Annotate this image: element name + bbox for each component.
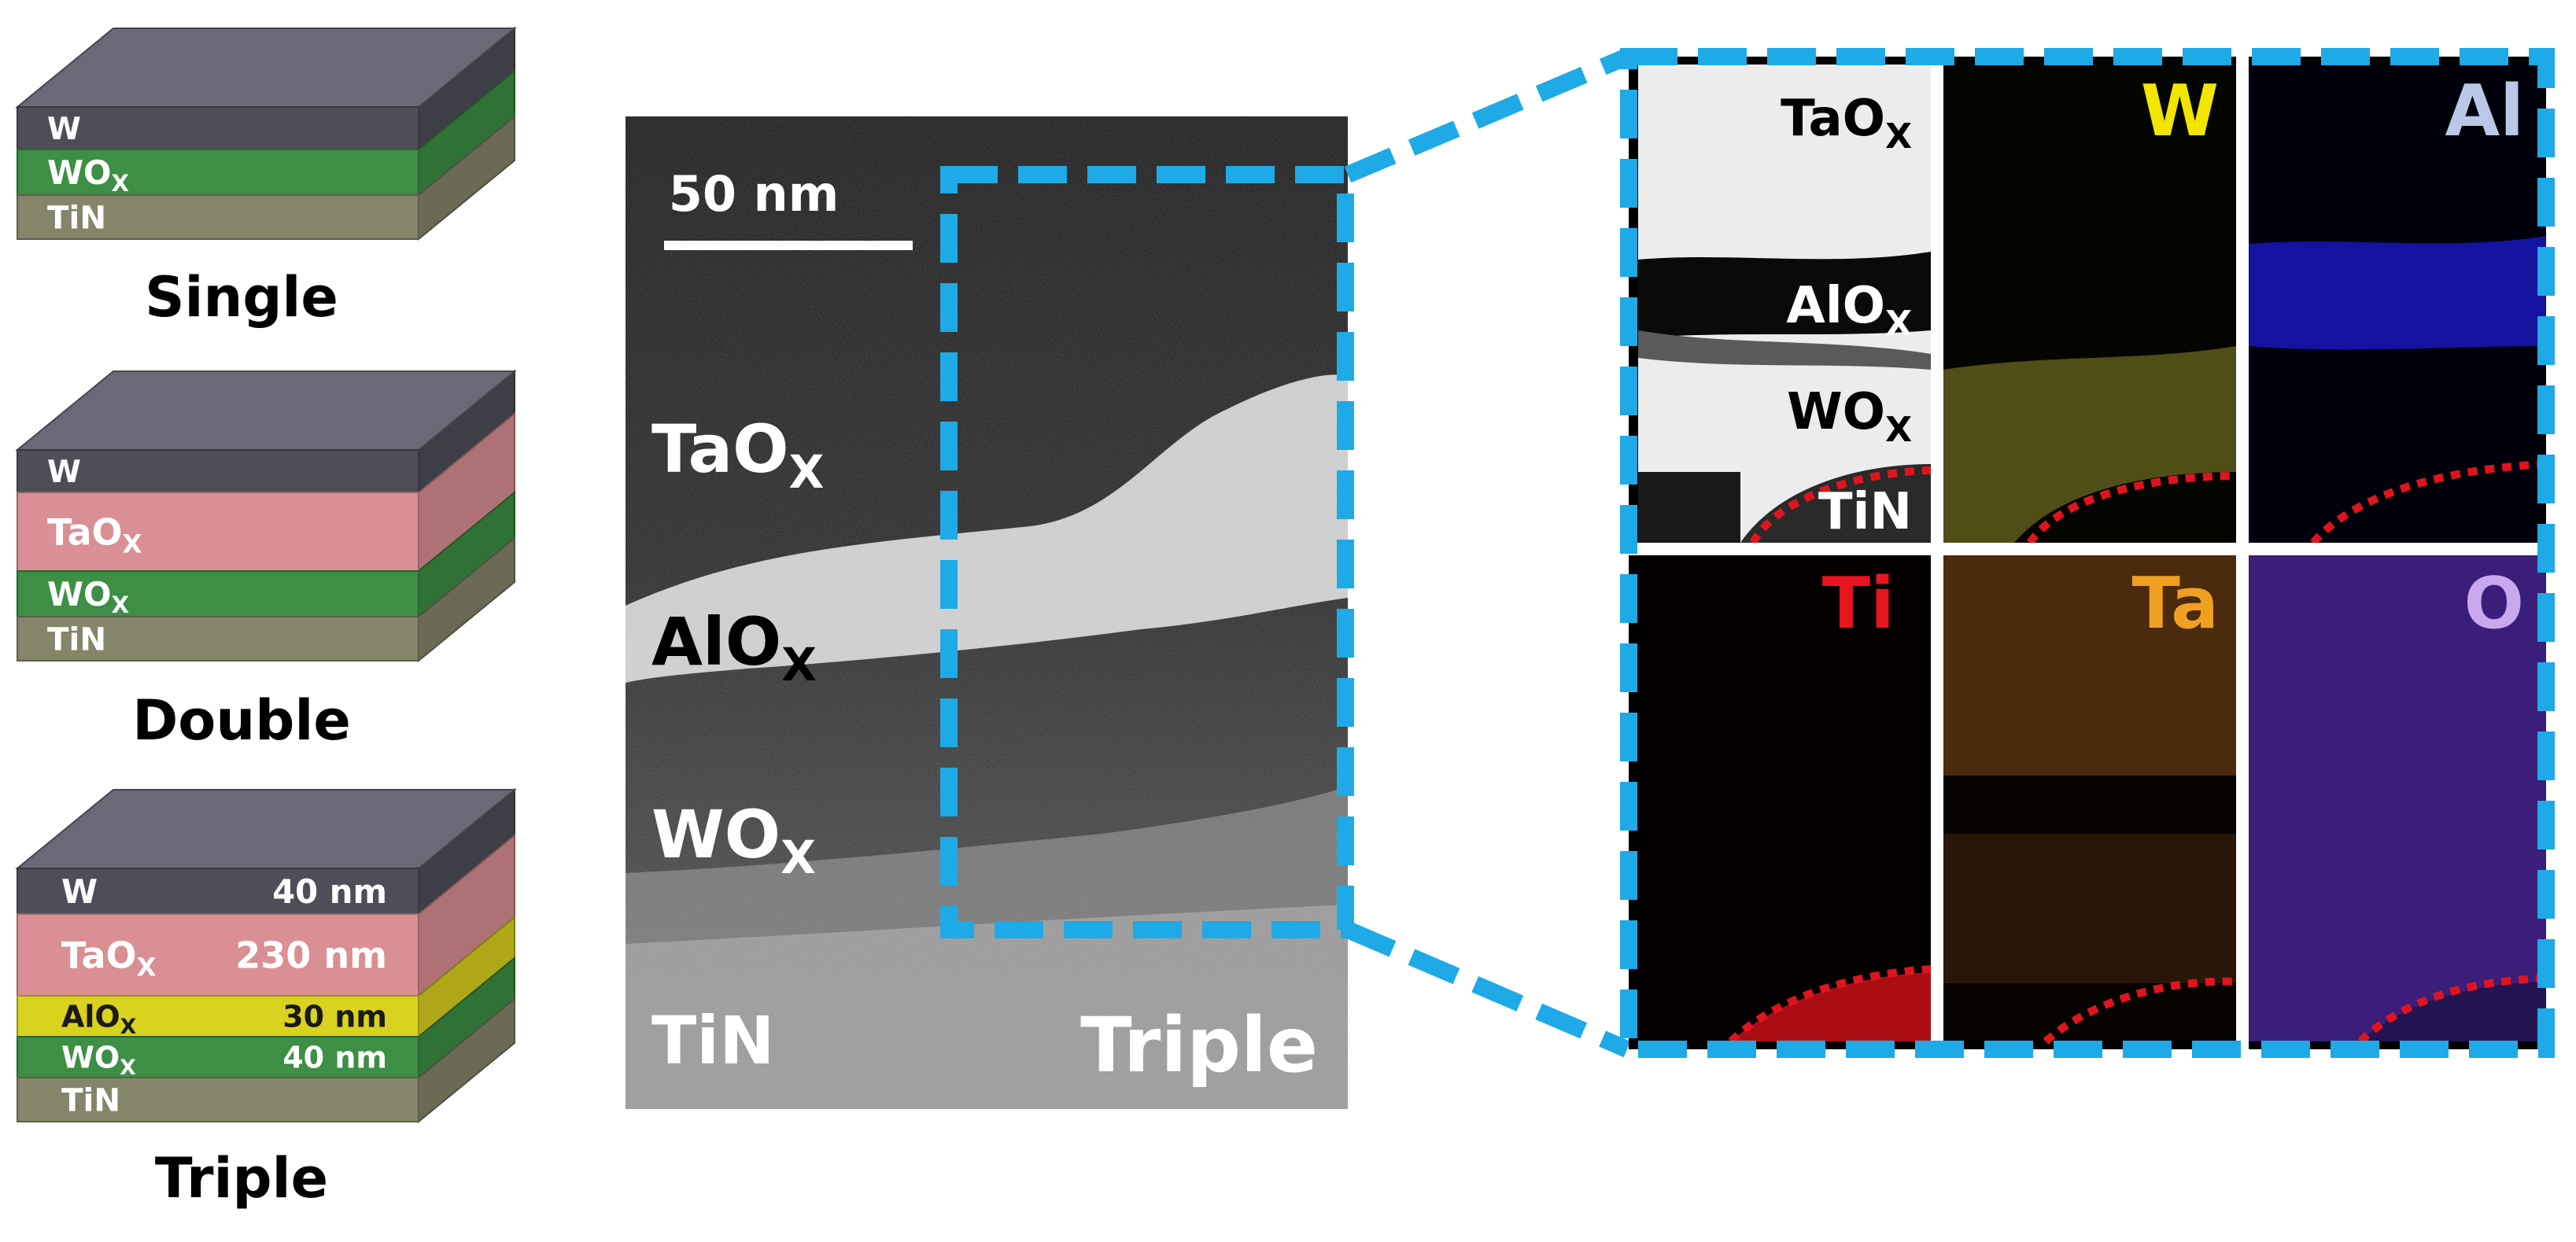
layer-alo bbox=[17, 995, 419, 1037]
tem-label-taox: TaOX bbox=[651, 411, 824, 499]
eds-map-ti: Ti bbox=[1638, 555, 1932, 1045]
grid-divider-v2 bbox=[2236, 57, 2249, 1049]
eds-map-ta: Ta bbox=[1943, 555, 2237, 1045]
zoom-line-top bbox=[1344, 48, 1631, 183]
layer-w bbox=[17, 449, 419, 493]
layer-label-tin: TiN bbox=[61, 1082, 120, 1119]
haadf-panel: TaOX AlOX WOX TiN bbox=[1638, 64, 1932, 545]
layer-tin bbox=[17, 194, 419, 240]
grid-divider-h bbox=[1629, 543, 2546, 555]
layer-label-tao: TaOX bbox=[47, 511, 142, 559]
tem-texture bbox=[626, 116, 1348, 1109]
layer-label-wo: WOX bbox=[47, 575, 129, 618]
layer-tao bbox=[17, 492, 419, 572]
layer-wo bbox=[17, 570, 419, 617]
eds-map-o: O bbox=[2249, 555, 2547, 1045]
eds-map-w: W bbox=[1943, 64, 2237, 545]
haadf-tin-boundary bbox=[1749, 466, 1932, 545]
grid-divider-v1 bbox=[1931, 57, 1943, 1049]
layer-label-tin: TiN bbox=[47, 621, 106, 658]
eds-map-ta-label: Ta bbox=[2131, 562, 2219, 645]
scale-bar-label: 50 nm bbox=[669, 165, 840, 223]
haadf-label-alox: AlOX bbox=[1786, 277, 1912, 344]
eds-map-al: Al bbox=[2249, 64, 2547, 546]
eds-map-ti-label: Ti bbox=[1822, 562, 1895, 645]
layer-label-wo: WOX bbox=[61, 1041, 136, 1080]
eds-map-o-label: O bbox=[2463, 562, 2524, 645]
zoom-line-bottom bbox=[1344, 921, 1631, 1058]
tem-sample-label: Triple bbox=[1080, 1001, 1318, 1089]
eds-map-al-label: Al bbox=[2445, 70, 2524, 153]
tem-cross-section: 50 nm TaOX AlOX WOX TiN Triple bbox=[626, 116, 1354, 1109]
layer-label-w: W bbox=[47, 455, 81, 490]
stack-caption-double: Double bbox=[132, 688, 351, 753]
layer-w bbox=[17, 106, 419, 150]
layer-wo bbox=[17, 1036, 419, 1078]
layer-tao bbox=[17, 913, 419, 997]
scale-bar bbox=[664, 241, 913, 250]
haadf-label-taox: TaOX bbox=[1781, 90, 1912, 157]
layer-label-tin: TiN bbox=[47, 200, 106, 237]
eds-map-w-label: W bbox=[2141, 70, 2219, 153]
layer-thickness-w: 40 nm bbox=[272, 872, 387, 911]
tem-label-alox: AlOX bbox=[651, 603, 817, 691]
layer-wo bbox=[17, 149, 419, 196]
layer-thickness-alo: 30 nm bbox=[282, 1000, 387, 1034]
tem-label-wox: WOX bbox=[651, 796, 816, 884]
layer-label-w: W bbox=[61, 872, 98, 911]
layer-label-alo: AlOX bbox=[61, 1000, 136, 1039]
haadf-label-wox: WOX bbox=[1787, 383, 1912, 450]
eds-highlight-frame bbox=[1620, 48, 2555, 1058]
layer-w bbox=[17, 868, 419, 915]
tem-highlight-box bbox=[940, 166, 1354, 938]
haadf-label-tin: TiN bbox=[1818, 483, 1912, 541]
layer-label-tao: TaOX bbox=[61, 934, 157, 982]
eds-mapping-grid: TaOX AlOX WOX TiN W bbox=[1620, 48, 2555, 1058]
stack-caption-single: Single bbox=[145, 265, 338, 330]
stack-caption-triple: Triple bbox=[155, 1146, 328, 1211]
stack-triple: W 40 nm TaOX 230 nm AlOX 30 nm WOX 40 nm TiN Trip… bbox=[15, 787, 517, 1211]
tem-label-tin: TiN bbox=[651, 1002, 774, 1079]
layer-label-w: W bbox=[47, 112, 81, 147]
layer-tin bbox=[17, 1077, 419, 1122]
layer-label-wo: WOX bbox=[47, 153, 129, 197]
layer-tin bbox=[17, 616, 419, 662]
layer-thickness-tao: 230 nm bbox=[235, 934, 387, 977]
layer-thickness-wo: 40 nm bbox=[282, 1041, 387, 1075]
